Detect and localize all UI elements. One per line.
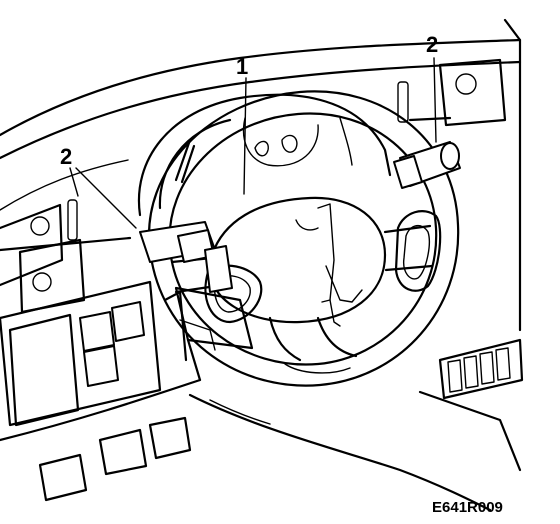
callout-2-right-switch: 2	[426, 32, 438, 57]
left-stalk-switch	[139, 221, 233, 293]
right-vent-panel	[397, 58, 524, 472]
instrument-cluster	[137, 93, 392, 217]
lower-dashboard	[0, 378, 492, 512]
steering-column	[174, 286, 254, 382]
steering-wheel	[147, 90, 460, 387]
callout-1-steering-wheel: 1	[236, 54, 248, 79]
right-stalk-switch	[393, 141, 461, 189]
figure-reference-code: E641R009	[432, 499, 503, 516]
callout-leaders	[69, 57, 437, 229]
left-vent-panel	[0, 199, 188, 427]
callout-2-left-switch: 2	[60, 144, 72, 169]
